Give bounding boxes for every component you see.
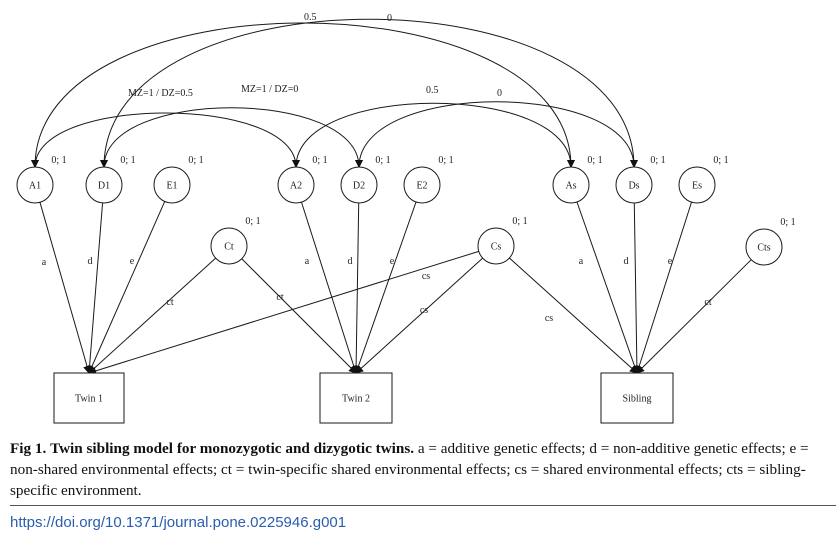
path-ct-to-t1	[88, 257, 217, 374]
latent-node-label-as: As	[565, 181, 576, 192]
caption-divider	[10, 505, 836, 506]
latent-node-label-e1: E1	[166, 181, 177, 192]
doi-link[interactable]: https://doi.org/10.1371/journal.pone.022…	[10, 514, 347, 531]
path-label-as-s: a	[579, 256, 584, 267]
variance-label-e1: 0; 1	[188, 155, 203, 166]
path-label-ds-s: d	[624, 256, 629, 267]
latent-node-cts	[745, 228, 783, 266]
observed-node-label-twin-2: Twin 2	[342, 394, 370, 405]
latent-node-label-cts: Cts	[757, 243, 770, 254]
path-label-e1-t1: e	[130, 256, 135, 267]
path-label-d2-t2: d	[348, 256, 353, 267]
path-ds-to-s	[632, 202, 641, 374]
latent-node-d1	[85, 166, 123, 204]
path-label-ct-t1: ct	[166, 297, 173, 308]
path-cs-to-t2	[355, 257, 484, 374]
latent-node-label-ct: Ct	[224, 242, 234, 253]
path-label-cs-s: cs	[545, 313, 553, 324]
figure-label: Fig 1.	[10, 440, 47, 457]
observed-node-twin-2	[319, 372, 393, 424]
latent-node-label-a1: A1	[29, 181, 41, 192]
covariance-d2-ds	[355, 101, 638, 168]
path-label-cs-t1: cs	[422, 271, 430, 282]
latent-node-a1	[16, 166, 54, 204]
twin-sibling-path-diagram: A1 0; 1 D1 0; 1 E1 0; 1 A2 0; 1 D2 0; 1 E2 0; 1 As 0;…	[16, 12, 796, 424]
variance-label-ds: 0; 1	[650, 155, 665, 166]
observed-node-label-sibling: Sibling	[623, 394, 652, 405]
latent-node-es	[678, 166, 716, 204]
latent-node-ds	[615, 166, 653, 204]
path-label-cs-t2: cs	[420, 305, 428, 316]
latent-node-label-d2: D2	[353, 181, 365, 192]
path-d2-to-t2	[352, 202, 361, 374]
path-a1-to-t1	[39, 202, 91, 374]
covariance-label-d1-ds: 0	[387, 13, 392, 24]
path-cts-to-s	[636, 259, 752, 374]
latent-node-label-ds: Ds	[628, 181, 639, 192]
latent-node-label-es: Es	[692, 181, 702, 192]
observed-node-sibling	[600, 372, 674, 424]
latent-node-d2	[340, 166, 378, 204]
path-label-e2-t2: e	[390, 256, 395, 267]
path-d1-to-t1	[85, 202, 104, 374]
variance-label-e2: 0; 1	[438, 155, 453, 166]
latent-node-label-e2: E2	[416, 181, 427, 192]
latent-node-label-cs: Cs	[491, 242, 502, 253]
variance-label-d2: 0; 1	[375, 155, 390, 166]
path-ct-to-t2	[241, 258, 357, 374]
covariance-label-a1-as: 0.5	[304, 12, 317, 23]
observed-node-twin-1	[53, 372, 125, 424]
path-a2-to-t2	[300, 201, 358, 374]
figure-caption: Fig 1. Twin sibling model for monozygoti…	[10, 438, 832, 501]
latent-node-as	[552, 166, 590, 204]
path-label-a2-t2: a	[305, 256, 310, 267]
variance-label-a2: 0; 1	[312, 155, 327, 166]
variance-label-es: 0; 1	[713, 155, 728, 166]
latent-node-e1	[153, 166, 191, 204]
covariance-d1-d2	[100, 107, 363, 168]
variance-label-as: 0; 1	[587, 155, 602, 166]
path-es-to-s	[635, 201, 693, 374]
variance-label-a1: 0; 1	[51, 155, 66, 166]
covariance-a1-a2	[31, 112, 300, 168]
path-label-ct-t2: ct	[276, 292, 283, 303]
path-e2-to-t2	[354, 201, 417, 374]
path-label-es-s: e	[668, 256, 673, 267]
latent-node-label-a2: A2	[290, 181, 302, 192]
variance-label-d1: 0; 1	[120, 155, 135, 166]
latent-node-e2	[403, 166, 441, 204]
path-as-to-s	[576, 201, 639, 374]
latent-node-ct	[210, 227, 248, 265]
latent-node-label-d1: D1	[98, 181, 110, 192]
variance-label-cs: 0; 1	[512, 216, 527, 227]
figure-title: Twin sibling model for monozygotic and d…	[50, 440, 415, 457]
covariance-label-a2-as: 0.5	[426, 85, 439, 96]
observed-node-label-twin-1: Twin 1	[75, 394, 103, 405]
covariance-d1-ds	[100, 18, 638, 168]
latent-node-cs	[477, 227, 515, 265]
path-label-a1-t1: a	[42, 257, 47, 268]
path-label-cts-s: ct	[704, 297, 711, 308]
covariance-a2-as	[292, 102, 575, 168]
covariance-label-a1-a2: MZ=1 / DZ=0.5	[128, 88, 193, 99]
latent-node-a2	[277, 166, 315, 204]
variance-label-ct: 0; 1	[245, 216, 260, 227]
figure-caption-text: a = additive genetic effects; d = non-ad…	[10, 440, 809, 499]
path-cs-to-s	[509, 257, 638, 374]
path-cs-to-t1	[88, 250, 479, 375]
path-label-d1-t1: d	[88, 256, 93, 267]
covariance-label-d1-d2: MZ=1 / DZ=0	[241, 84, 298, 95]
variance-label-cts: 0; 1	[780, 217, 795, 228]
covariance-label-d2-ds: 0	[497, 88, 502, 99]
path-e1-to-t1	[88, 201, 166, 374]
